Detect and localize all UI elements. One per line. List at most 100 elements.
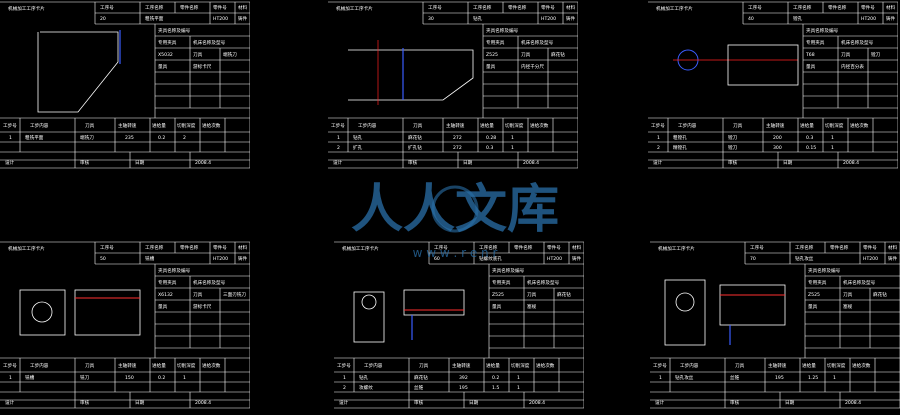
steps-header: 主轴转速 [118, 122, 137, 129]
spec-value: 塞规 [843, 303, 853, 310]
spec-label: 机床名称及型号 [527, 279, 560, 286]
steps-header: 切削深度 [505, 122, 524, 129]
footer-cell: 2008.4 [529, 400, 545, 406]
step-cell: 扩孔 [353, 144, 363, 151]
step-cell: 1.5 [492, 385, 499, 391]
footer-cell: 日期 [135, 160, 145, 166]
footer-cell: 2008.4 [523, 160, 539, 166]
steps-header: 主轴转速 [446, 122, 465, 129]
spec-label: 机床名称及型号 [521, 39, 554, 46]
spec-label: 刀具 [193, 292, 203, 298]
operation-name: 钻螺纹底孔 [479, 255, 502, 262]
part-drawing [37, 30, 121, 113]
step-cell: 镗刀 [728, 144, 738, 151]
operation-number: 40 [748, 16, 754, 22]
step-cell: 0.2 [158, 135, 165, 141]
spec-label: 刀具 [841, 52, 851, 58]
section-view [719, 284, 786, 326]
title-block-grid [648, 1, 898, 169]
footer-cell: 审核 [730, 399, 740, 406]
sheet-title: 机械加工工序卡片 [336, 5, 373, 12]
footer-cell: 日期 [785, 400, 795, 406]
steps-header: 进给次数 [202, 122, 221, 129]
header-cell: 工序名称 [795, 244, 814, 251]
blank-type: 铸件 [238, 255, 248, 262]
header-cell: 工序名称 [473, 4, 492, 11]
material: HT200 [863, 256, 878, 262]
steps-header: 刀具 [413, 123, 423, 129]
process-card-4: 机械加工工序卡片 工序号 工序名称 零件名称 零件号 材料 50 铣槽 HT20… [0, 240, 250, 410]
blank-type: 铸件 [888, 255, 898, 262]
sheet-title: 机械加工工序卡片 [656, 5, 693, 12]
header-cell: 零件号 [861, 4, 875, 11]
footer-cell: 设计 [655, 399, 665, 406]
header-cell: 零件号 [863, 244, 877, 251]
step-cell: 粗铣平面 [25, 134, 44, 141]
step-cell: 195 [459, 385, 468, 391]
header-cell: 材料 [888, 244, 898, 251]
step-cell: 150 [125, 375, 134, 381]
step-cell: 0.2 [158, 375, 165, 381]
spec-label: 量具 [486, 63, 496, 70]
steps-header: 工步内容 [358, 122, 377, 129]
footer-cell: 2008.4 [195, 160, 211, 166]
steps-header: 刀具 [85, 123, 95, 129]
spec-label: 机床名称及型号 [193, 39, 226, 46]
blank-type: 铸件 [566, 15, 576, 22]
steps-header: 进给次数 [852, 362, 871, 369]
step-cell: 1 [183, 375, 186, 381]
step-cell: 1 [833, 375, 836, 381]
section-view [403, 289, 465, 316]
steps-header: 刀具 [735, 363, 745, 369]
operation-number: 30 [428, 16, 434, 22]
material: HT200 [861, 16, 876, 22]
process-card-6: 机械加工工序卡片 工序号 工序名称 零件名称 零件号 材料 70 钻孔攻丝 HT… [650, 240, 900, 410]
steps-header: 进给量 [486, 362, 500, 369]
header-cell: 工序号 [428, 4, 442, 11]
sheet-title: 机械加工工序卡片 [8, 245, 45, 252]
operation-number: 50 [100, 256, 106, 262]
spec-label: 夹具名称及编号 [492, 267, 525, 274]
footer-cell: 审核 [80, 159, 90, 166]
part-outline [664, 279, 706, 346]
spec-label: 机床名称及型号 [841, 39, 874, 46]
step-cell: 272 [453, 145, 462, 151]
step-cell: 272 [453, 135, 462, 141]
step-cell: 300 [773, 145, 782, 151]
step-cell: 精镗孔 [673, 144, 687, 151]
spec-value: T68 [805, 52, 815, 58]
steps-header: 进给次数 [202, 362, 221, 369]
step-cell: 2 [183, 135, 186, 141]
step-cell: 1 [659, 375, 662, 381]
blank-type: 铸件 [572, 255, 582, 262]
footer-cell: 审核 [80, 399, 90, 406]
material: HT200 [541, 16, 556, 22]
steps-header: 切削深度 [825, 122, 844, 129]
header-cell: 零件号 [213, 244, 227, 251]
steps-header: 主轴转速 [452, 362, 471, 369]
sheet-title: 机械加工工序卡片 [342, 245, 379, 252]
step-cell: 0.28 [486, 135, 496, 141]
header-cell: 工序号 [434, 244, 448, 251]
step-cell: 1 [517, 375, 520, 381]
header-cell: 零件号 [541, 4, 555, 11]
sheet-title: 机械加工工序卡片 [8, 5, 45, 12]
step-cell: 0.3 [486, 145, 493, 151]
header-cell: 零件名称 [508, 4, 527, 11]
header-cell: 零件号 [213, 4, 227, 11]
header-cell: 工序名称 [145, 4, 164, 11]
step-cell: 2 [337, 145, 340, 151]
footer-cell: 2008.4 [195, 400, 211, 406]
blank-type: 铸件 [238, 15, 248, 22]
material: HT200 [213, 256, 228, 262]
step-cell: 1.25 [808, 375, 818, 381]
step-cell: 1 [511, 135, 514, 141]
material: HT200 [213, 16, 228, 22]
spec-label: 量具 [158, 63, 168, 70]
sheet-title: 机械加工工序卡片 [658, 245, 695, 252]
footer-cell: 日期 [783, 160, 793, 166]
operation-name: 铣槽 [145, 255, 155, 262]
part-outline [37, 31, 119, 113]
part-drawing [664, 279, 786, 346]
steps-header: 工步内容 [364, 362, 383, 369]
